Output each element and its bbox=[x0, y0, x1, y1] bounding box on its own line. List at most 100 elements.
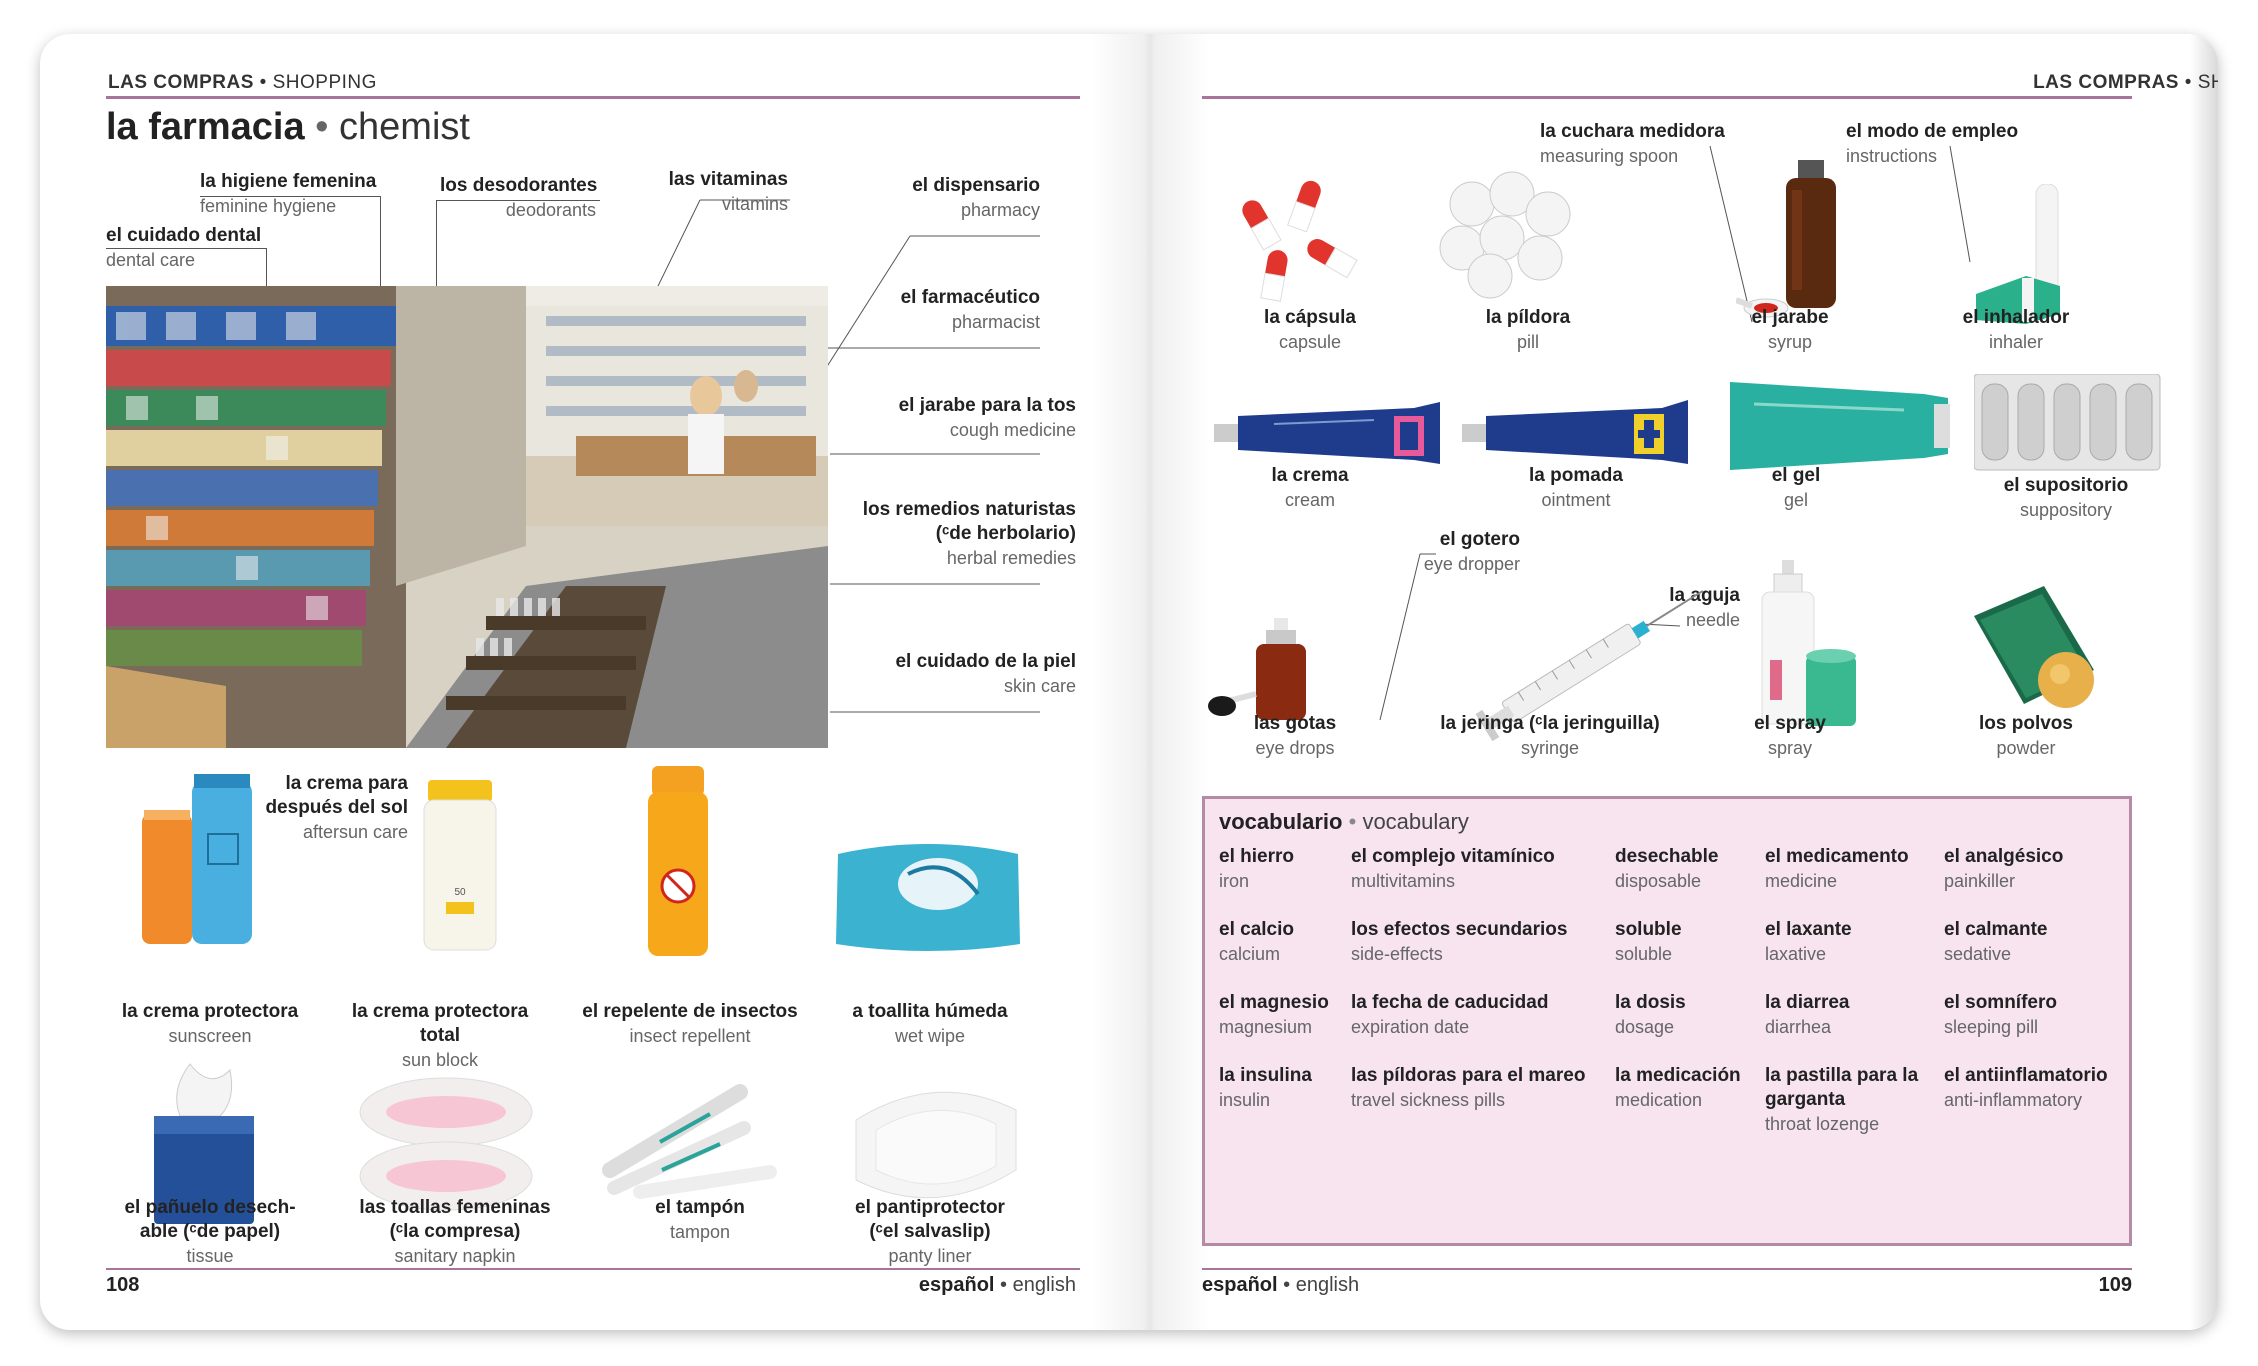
svg-text:50: 50 bbox=[454, 887, 466, 898]
vocab-en: laxative bbox=[1765, 944, 1827, 964]
vocab-es: la fecha de caducidad bbox=[1351, 992, 1549, 1013]
vocab-en: calcium bbox=[1219, 944, 1281, 964]
vocab-es: el calcio bbox=[1219, 919, 1294, 940]
label-gel: el gel gel bbox=[1771, 465, 1821, 510]
vocab-es: el medicamento bbox=[1765, 846, 1909, 867]
photo-leader-lines bbox=[620, 199, 1040, 713]
pharmacy-interior-photo bbox=[106, 286, 828, 748]
vocab-es: el laxante bbox=[1765, 919, 1852, 940]
vocab-es: la dosis bbox=[1615, 992, 1686, 1013]
vocab-en: disposable bbox=[1615, 871, 1702, 891]
label-eye-drops: las gotas eye drops bbox=[1253, 713, 1337, 758]
pill-image bbox=[1439, 171, 1571, 299]
footer-language-left: español • english bbox=[918, 1274, 1076, 1296]
label-pill: la píldora pill bbox=[1485, 307, 1571, 352]
inhaler-image bbox=[1976, 184, 2060, 324]
vocab-es: el complejo vitamínico bbox=[1351, 846, 1555, 867]
footer-rule-right bbox=[1202, 1268, 2132, 1270]
vocab-es: el somnífero bbox=[1944, 992, 2057, 1013]
vocab-entry: desechable disposable bbox=[1615, 845, 1719, 893]
footer-rule-left bbox=[106, 1268, 1080, 1270]
label-instructions: el modo de empleo instructions bbox=[1846, 121, 2019, 166]
insect-repellent-image bbox=[648, 766, 708, 956]
suppository-image bbox=[1974, 374, 2161, 471]
vocab-en: sedative bbox=[1944, 944, 2012, 964]
vocab-en: side-effects bbox=[1351, 944, 1443, 964]
label-inhaler: el inhalador inhaler bbox=[1962, 307, 2070, 352]
vocab-en: anti-inflammatory bbox=[1944, 1090, 2083, 1110]
vocab-es: la diarrea bbox=[1765, 992, 1850, 1013]
label-syringe: la jeringa (ᶜla jeringuilla) syringe bbox=[1440, 713, 1660, 758]
page-title: la farmacia • chemist bbox=[106, 106, 470, 148]
syringe-image bbox=[1475, 590, 1704, 742]
vocab-en: painkiller bbox=[1944, 871, 2016, 891]
left-page: LAS COMPRAS • SHOPPING la farmacia • che… bbox=[40, 34, 1120, 1330]
label-insect-repellent: el repelente de insectos insect repellen… bbox=[582, 1001, 798, 1046]
spray-image bbox=[1761, 560, 1856, 726]
vocab-entry: la dosis dosage bbox=[1615, 991, 1686, 1039]
vocab-en: throat lozenge bbox=[1765, 1114, 1880, 1134]
tissue-image bbox=[154, 1063, 254, 1224]
vocab-en: magnesium bbox=[1219, 1017, 1313, 1037]
label-ointment: la pomada ointment bbox=[1529, 465, 1623, 510]
label-pharmacy: el dispensario pharmacy bbox=[912, 175, 1040, 220]
panty-liner-image bbox=[855, 1091, 1017, 1199]
page-number-left: 108 bbox=[106, 1274, 140, 1296]
book-spread: LAS COMPRAS • SHOPPING la farmacia • che… bbox=[40, 34, 2218, 1330]
row3-leader-lines bbox=[1379, 553, 1681, 721]
label-dental-care: el cuidado dental dental care bbox=[106, 225, 262, 270]
label-pharmacist: el farmacéutico pharmacist bbox=[900, 287, 1040, 332]
vocab-es: el antiinflamatorio bbox=[1944, 1065, 2108, 1086]
running-header-left: LAS COMPRAS • SHOPPING bbox=[108, 72, 377, 93]
vocab-es: la insulina bbox=[1219, 1065, 1312, 1086]
label-panty-liner: el pantiprotector (ᶜel salvaslip) panty … bbox=[855, 1197, 1005, 1266]
vocab-en: insulin bbox=[1219, 1090, 1271, 1110]
vocab-es: desechable bbox=[1615, 846, 1719, 867]
vocab-en: multivitamins bbox=[1351, 871, 1456, 891]
vocab-es: la medicación bbox=[1615, 1065, 1741, 1086]
right-page: LAS COMPRAS • SHOPPING la cuchara medido… bbox=[1170, 34, 2218, 1330]
sun-block-image: 50 bbox=[423, 780, 497, 951]
label-cough-medicine: el jarabe para la tos cough medicine bbox=[898, 395, 1076, 440]
capsule-image bbox=[1242, 180, 1358, 302]
cream-image bbox=[1214, 402, 1440, 464]
label-deodorants: los desodorantes deodorants bbox=[440, 175, 598, 220]
vocab-es: soluble bbox=[1615, 919, 1682, 940]
title-es: la farmacia bbox=[106, 106, 305, 148]
vocab-es: el hierro bbox=[1219, 846, 1294, 867]
label-cream: la crema cream bbox=[1271, 465, 1349, 510]
vocab-es: el analgésico bbox=[1944, 846, 2064, 867]
vocab-en: iron bbox=[1219, 871, 1250, 891]
sanitary-napkin-image bbox=[359, 1077, 533, 1211]
vocab-entry: el calcio calcium bbox=[1219, 918, 1294, 966]
label-herbal-remedies: los remedios naturistas (ᶜde herbolario)… bbox=[862, 499, 1076, 568]
book-gutter bbox=[1090, 34, 1210, 1330]
label-tissue: el pañuelo desech- able (ᶜde papel) tiss… bbox=[124, 1197, 296, 1266]
gel-image bbox=[1730, 382, 1950, 470]
label-skin-care: el cuidado de la piel skin care bbox=[895, 651, 1076, 696]
vocab-entry: la insulina insulin bbox=[1219, 1064, 1312, 1112]
vocab-es: las píldoras para el mareo bbox=[1351, 1065, 1586, 1086]
row1-leader-lines bbox=[1709, 145, 1971, 323]
title-en: chemist bbox=[339, 106, 470, 148]
tampon-image bbox=[602, 1084, 777, 1199]
label-wet-wipe: a toallita húmeda wet wipe bbox=[852, 1001, 1008, 1046]
powder-image bbox=[1974, 586, 2094, 708]
page-edge-shadow bbox=[2190, 34, 2218, 1330]
vocab-entry: el antiinflamatorio anti-inflammatory bbox=[1944, 1064, 2108, 1112]
footer-language-right: español • english bbox=[1202, 1274, 1360, 1296]
vocab-es: el calmante bbox=[1944, 919, 2048, 940]
ointment-image bbox=[1462, 400, 1688, 464]
vocab-es-line2: garganta bbox=[1765, 1089, 1846, 1110]
vocab-en: dosage bbox=[1615, 1017, 1675, 1037]
vocabulary-title: vocabulario • vocabulary bbox=[1219, 809, 1469, 834]
vocab-es: el magnesio bbox=[1219, 992, 1329, 1013]
label-syrup: el jarabe syrup bbox=[1751, 307, 1829, 352]
vocab-entry: el magnesio magnesium bbox=[1219, 991, 1329, 1039]
